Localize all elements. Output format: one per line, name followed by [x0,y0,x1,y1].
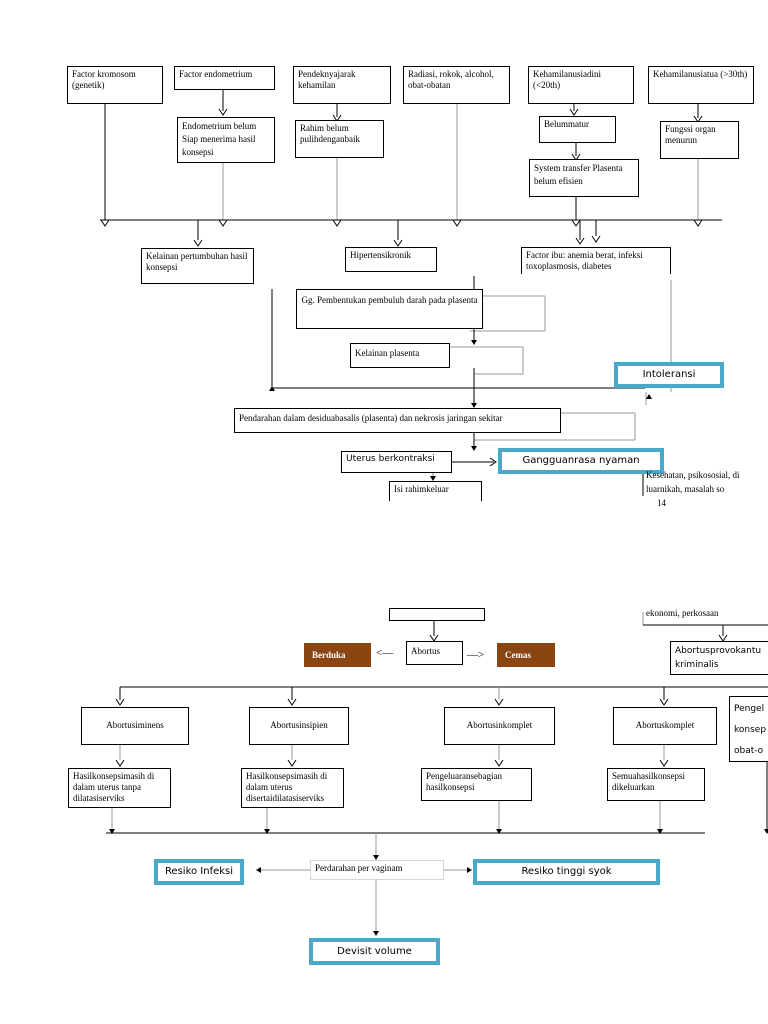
arrow-down-icon [575,237,585,245]
arrow-down-icon [393,239,403,247]
arrow-head-icon [471,403,477,408]
gg-pembentukan-box: Gg. Pembentukan pembuluh darah pada plas… [296,289,483,329]
arrow-right-icon [489,457,497,467]
arrow-head-right-icon [467,867,472,873]
arrow-right-cemas: —> [467,649,485,661]
devisit-volume-box: Devisit volume [309,938,440,965]
arrow-down-icon [693,219,703,227]
abortus-insipien-box: Abortusinsipien [249,707,349,745]
arrow-head-icon [471,340,477,345]
abortus-box: Abortus [406,641,463,665]
arrow-down-icon [569,108,579,116]
arrow-down-icon [287,698,297,706]
arrow-down-icon [659,698,669,706]
arrow-down-icon [659,759,669,767]
belummatur-box: Belummatur [539,116,616,143]
kelainan-pertumbuhan-box: Kelainan pertumbuhan hasil konsepsi [141,248,254,284]
gangguan-rasa-nyaman-box: Gangguanrasa nyaman [498,448,664,474]
resiko-syok-box: Resiko tinggi syok [473,859,660,885]
arrow-head-icon [471,446,477,451]
semua-hasil-box: Semuahasilkonsepsi dikeluarkan [607,768,705,801]
arrow-down-icon [452,219,462,227]
arrow-down-icon [494,698,504,706]
page-number: 14 [657,498,666,508]
abortus-iminens-box: Abortusiminens [81,707,189,745]
kelainan-plasenta-box: Kelainan plasenta [350,343,450,368]
arrow-left-berduka: <— [376,647,394,659]
abortus-inkomplet-box: Abortusinkomplet [444,707,555,745]
arrow-head-icon [109,829,115,834]
isi-rahim-box: Isi rahimkeluar [389,481,482,501]
uterus-box: Uterus berkontraksi [341,451,452,473]
radiasi-box: Radiasi, rokok, alcohol, obat-obatan [403,66,510,104]
kehamilan-tua-box: Kehamilanusiatua (>30th) [648,66,754,104]
kehamilan-dini-box: Kehamilanusiadini (<20th) [528,66,634,104]
abortus-provokatus-box: Abortusprovokantu kriminalis [670,641,768,675]
berduka-box: Berduka [304,643,371,667]
hipertensi-box: Hipertensikronik [345,247,437,272]
abortus-komplet-box: Abortuskomplet [613,707,717,745]
arrow-down-icon [115,698,125,706]
arrow-down-icon [193,239,203,247]
arrow-down-icon [332,219,342,227]
arrow-head-icon [430,476,436,481]
ekonomi-text: ekonomi, perkosaan [646,608,719,618]
kesehatan-text: Kesehatan, psikososial, di luarnikah, ma… [646,470,740,494]
factor-endometrium-box: Factor endometrium [174,66,275,90]
pengeluaran-sebagian-box: Pengeluaransebagian hasilkonsepsi [421,768,532,801]
arrow-down-icon [115,759,125,767]
hasil-iminens-box: Hasilkonsepsimasih di dalam uterus tanpa… [68,768,171,808]
pengel-box: Pengel konsep obat-o [729,696,768,762]
rahim-belum-box: Rahim belum pulihdenganbaik [295,120,384,158]
arrow-head-icon [657,829,663,834]
factor-kromosom-box: Factor kromosom (genetik) [67,66,163,104]
pendeknya-jarak-box: Pendeknyajarak kehamilan [293,66,391,104]
arrow-head-icon [373,931,379,936]
hasil-insipien-box: Hasilkonsepsimasih di dalam uterus diser… [241,768,344,808]
arrow-head-icon [373,855,379,860]
intoleransi-box: Intoleransi [614,362,724,388]
arrow-down-icon [591,235,601,243]
arrow-down-icon [218,108,228,116]
arrow-down-icon [100,219,110,227]
arrow-head-icon [496,829,502,834]
arrow-down-icon [494,759,504,767]
system-transfer-box: System transfer Plasenta belum efisien [529,159,639,197]
pendarahan-box: Pendarahan dalam desiduabasalis (plasent… [234,408,561,433]
arrow-head-icon [264,829,270,834]
blank-top-box [389,608,485,621]
factor-ibu-box: Factor ibu: anemia berat, infeksi toxopl… [521,247,671,274]
arrow-head-left-icon [256,867,261,873]
arrow-down-icon [287,759,297,767]
fungsi-organ-box: Fungssi organ menurun [660,121,739,159]
endometrium-belum-box: Endometrium belum Siap menerima hasil ko… [177,117,275,163]
arrow-down-icon [571,219,581,227]
cemas-box: Cemas [497,643,555,667]
arrow-head-up-icon [646,394,652,399]
arrow-down-icon [218,219,228,227]
arrow-head-icon [764,829,768,834]
resiko-infeksi-box: Resiko Infeksi [154,859,244,885]
perdarahan-box: Perdarahan per vaginam [310,860,444,880]
